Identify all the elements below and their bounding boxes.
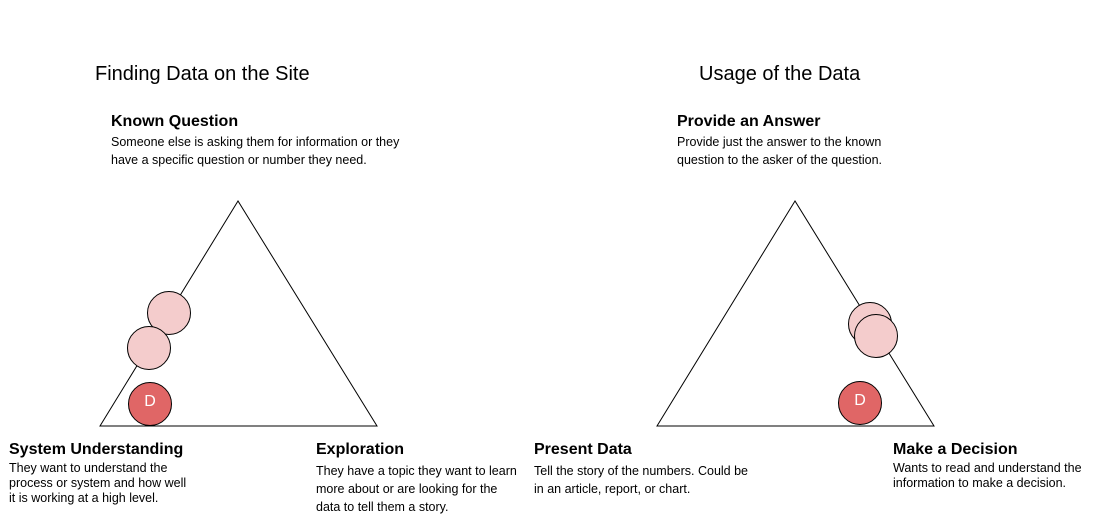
right-bottom-left-description: Tell the story of the numbers. Could be … xyxy=(534,464,749,496)
right-heading: Usage of the Data xyxy=(699,63,861,85)
right-triangle xyxy=(656,200,935,427)
left-top-description: Someone else is asking them for informat… xyxy=(111,135,400,167)
left-light-circle-upper xyxy=(147,291,191,335)
left-light-circle-lower xyxy=(127,326,171,370)
right-bottom-right-description: Wants to read and understand the informa… xyxy=(893,461,1082,490)
right-bottom-left-title: Present Data xyxy=(534,441,632,458)
right-top-description: Provide just the answer to the known que… xyxy=(677,135,882,167)
left-bottom-right-title: Exploration xyxy=(316,441,405,458)
right-marker-label: D xyxy=(854,392,866,409)
right-top-title: Provide an Answer xyxy=(677,113,821,130)
right-bottom-right-title: Make a Decision xyxy=(893,441,1018,458)
right-dark-circle xyxy=(838,381,882,425)
left-bottom-left-description: They want to understand the process or s… xyxy=(9,461,187,505)
left-heading: Finding Data on the Site xyxy=(95,63,310,85)
left-dark-circle xyxy=(128,382,172,426)
left-bottom-right-description: They have a topic they want to learn mor… xyxy=(316,464,517,514)
left-top-title: Known Question xyxy=(111,113,239,130)
left-bottom-left-title: System Understanding xyxy=(9,441,184,458)
right-light-circle-front xyxy=(854,314,898,358)
left-marker-label: D xyxy=(144,393,156,410)
